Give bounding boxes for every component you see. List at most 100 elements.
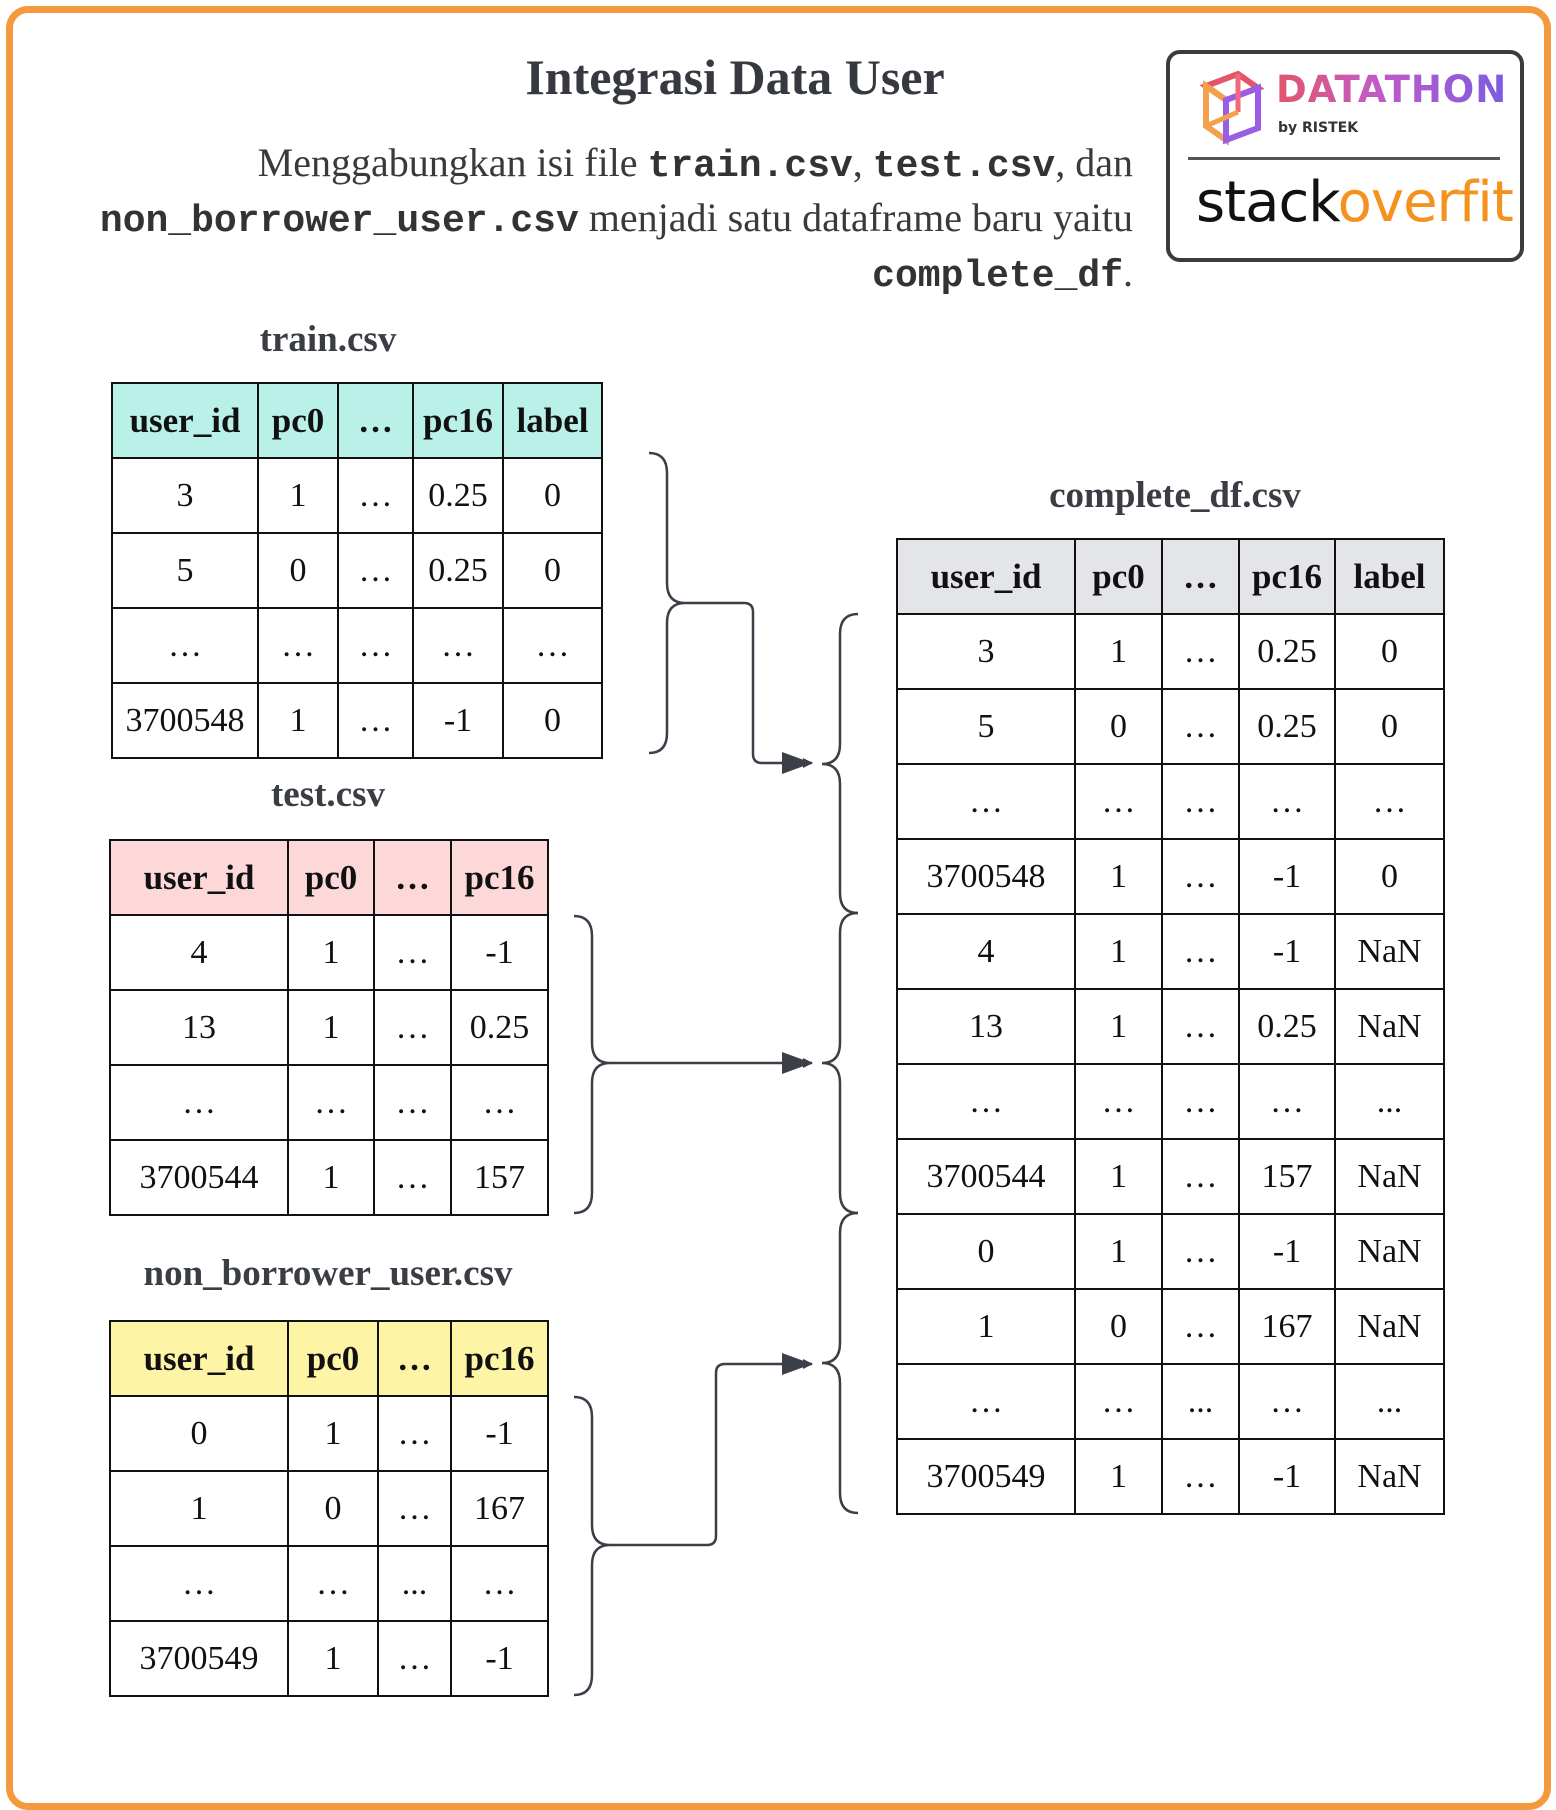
table-cell: 0.25	[1238, 613, 1336, 690]
test-table-title: test.csv	[270, 774, 386, 815]
column-header: …	[337, 382, 414, 459]
column-header: pc0	[287, 839, 375, 916]
table-cell: ...	[1334, 1363, 1445, 1440]
table-cell: 3700544	[109, 1139, 289, 1216]
table-cell: 167	[1238, 1288, 1336, 1365]
table-cell: …	[287, 1064, 375, 1141]
column-header: pc0	[287, 1320, 379, 1397]
column-header: …	[1161, 538, 1240, 615]
table-cell: …	[896, 1063, 1076, 1140]
by-ristek-text: by RISTEK	[1278, 120, 1359, 136]
column-header: pc16	[450, 1320, 549, 1397]
table-cell: 13	[896, 988, 1076, 1065]
table-cell: …	[1161, 913, 1240, 990]
table-cell: …	[1161, 613, 1240, 690]
column-header: pc16	[1238, 538, 1336, 615]
table-cell: …	[373, 989, 452, 1066]
table-cell: 3	[111, 457, 259, 534]
table-cell: -1	[450, 1620, 549, 1697]
table-cell: 1	[287, 914, 375, 991]
table-cell: 1	[1074, 613, 1163, 690]
table-cell: …	[373, 1064, 452, 1141]
table-cell: …	[1238, 1063, 1336, 1140]
table-cell: 3700548	[111, 682, 259, 759]
table-cell: …	[1074, 1363, 1163, 1440]
outer-frame	[6, 6, 1551, 1810]
table-cell: NaN	[1334, 1288, 1445, 1365]
table-cell: …	[1334, 763, 1445, 840]
table-cell: -1	[1238, 1213, 1336, 1290]
table-row: ……………	[896, 763, 1445, 840]
complete-table-title: complete_df.csv	[1049, 475, 1301, 516]
table-cell: -1	[412, 682, 504, 759]
table-cell: …	[1238, 763, 1336, 840]
table-cell: -1	[1238, 838, 1336, 915]
table-cell: …	[111, 607, 259, 684]
table-cell: 0	[109, 1395, 289, 1472]
table-cell: NaN	[1334, 1213, 1445, 1290]
table-cell: 1	[1074, 1213, 1163, 1290]
table-cell: …	[1161, 1138, 1240, 1215]
complete-brace-3	[821, 1211, 859, 1515]
table-cell: 3700548	[896, 838, 1076, 915]
table-cell: 1	[257, 457, 339, 534]
table-cell: …	[109, 1545, 289, 1622]
stackoverfit-wordmark: stackoverfit	[1196, 170, 1514, 235]
table-cell: 157	[450, 1139, 549, 1216]
table-cell: 0	[287, 1470, 379, 1547]
table-cell: 0	[502, 682, 603, 759]
column-header: label	[1334, 538, 1445, 615]
table-cell: 1	[287, 1620, 379, 1697]
table-cell: 5	[896, 688, 1076, 765]
table-cell: -1	[450, 914, 549, 991]
column-header: …	[377, 1320, 452, 1397]
train-table-title: train.csv	[259, 319, 397, 360]
table-cell: …	[1161, 838, 1240, 915]
complete-brace-1	[821, 612, 859, 915]
table-cell: -1	[1238, 1438, 1336, 1515]
table-cell: …	[412, 607, 504, 684]
column-header: …	[373, 839, 452, 916]
table-cell: 0	[1074, 1288, 1163, 1365]
table-cell: 0	[1074, 688, 1163, 765]
desc-code-non-borrower: non_borrower_user.csv	[99, 200, 579, 243]
column-header: user_id	[896, 538, 1076, 615]
table-cell: …	[337, 532, 414, 609]
datathon-logo: DATATHON by RISTEK stackoverfit	[1166, 50, 1524, 262]
table-row: ……………	[111, 607, 603, 684]
train-arrow	[685, 601, 813, 768]
table-cell: …	[1161, 1063, 1240, 1140]
table-cell: …	[896, 763, 1076, 840]
non-borrower-table-title: non_borrower_user.csv	[143, 1253, 513, 1294]
table-cell: NaN	[1334, 913, 1445, 990]
column-header: label	[502, 382, 603, 459]
desc-text: Menggabungkan isi file	[257, 140, 648, 185]
table-cell: 3700549	[109, 1620, 289, 1697]
table-cell: …	[1161, 988, 1240, 1065]
table-cell: 1	[287, 1139, 375, 1216]
table-cell: …	[1161, 763, 1240, 840]
table-cell: …	[337, 457, 414, 534]
table-cell: …	[337, 607, 414, 684]
non-borrower-arrow	[610, 1359, 813, 1547]
table-cell: 4	[109, 914, 289, 991]
table-cell: …	[257, 607, 339, 684]
table-row: ……...…	[109, 1545, 549, 1622]
table-cell: …	[1238, 1363, 1336, 1440]
desc-text: ,	[852, 140, 873, 185]
table-cell: 1	[1074, 913, 1163, 990]
table-cell: 1	[109, 1470, 289, 1547]
